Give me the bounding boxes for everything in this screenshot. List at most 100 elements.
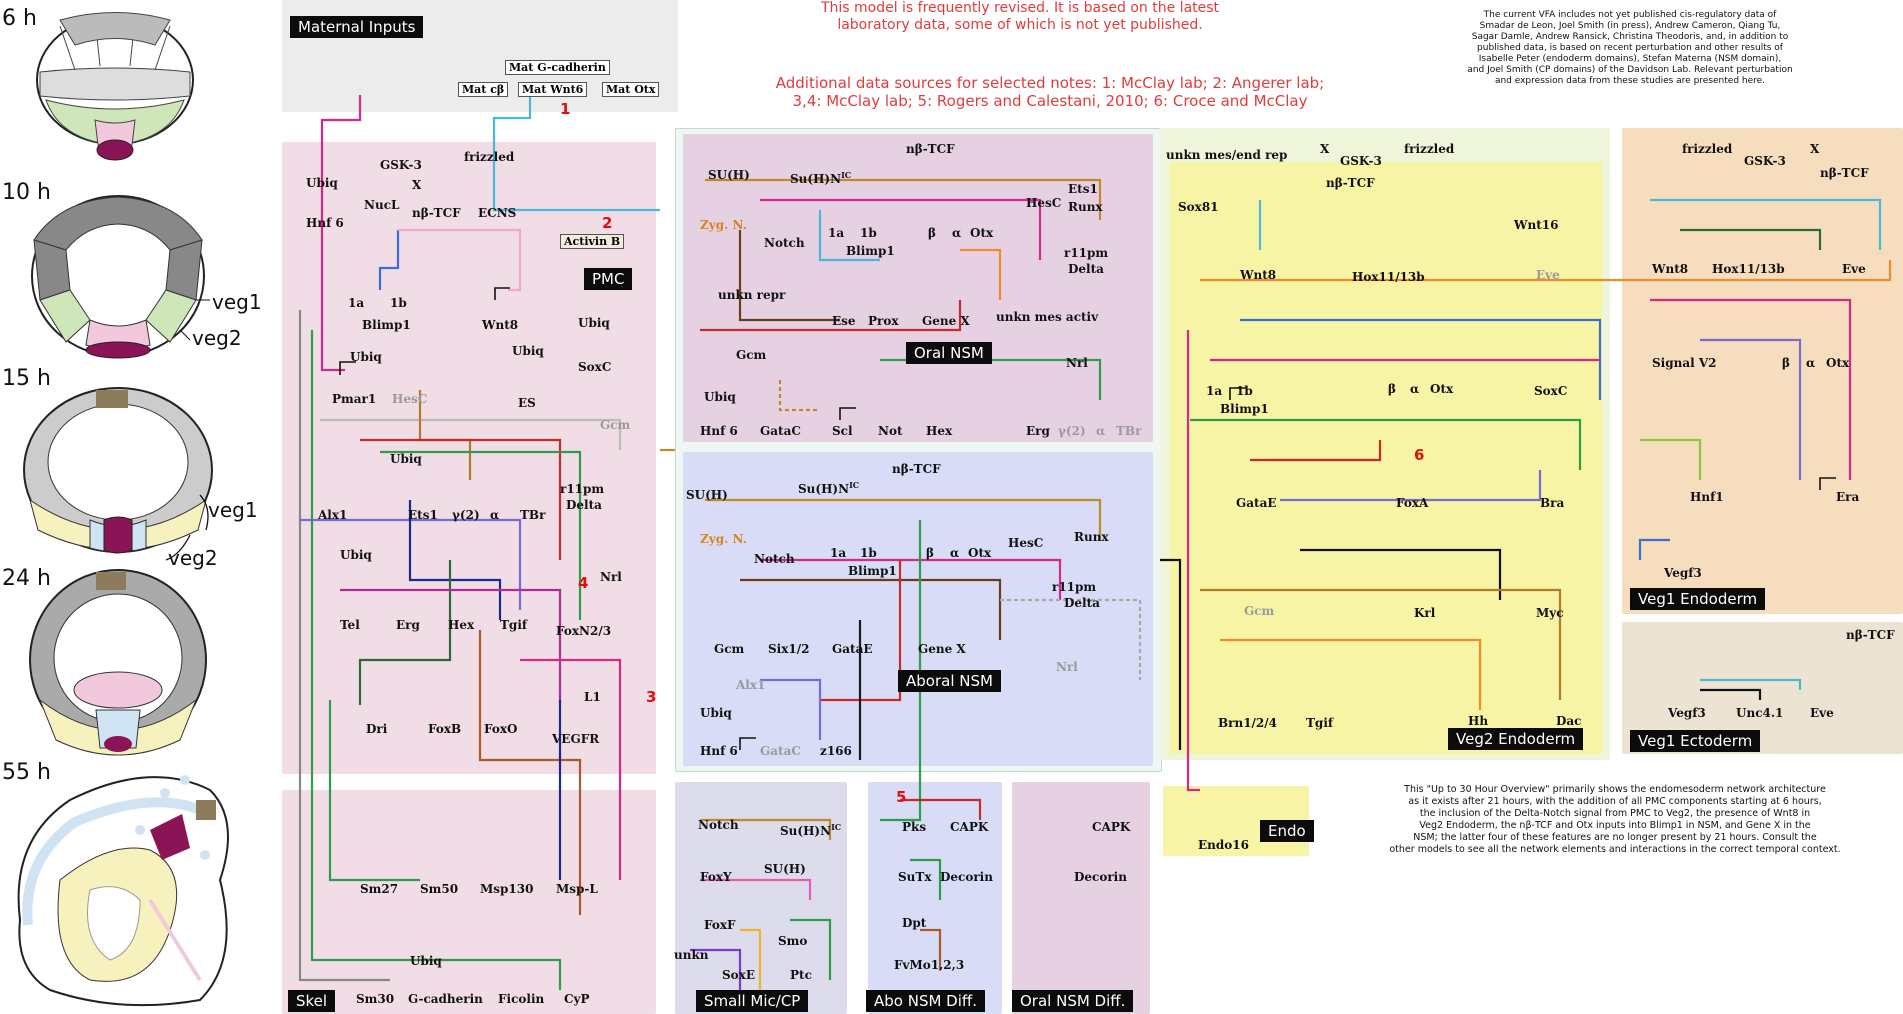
gene-genex: Gene X bbox=[918, 642, 966, 656]
credits-note-line-7: and expression data from these studies a… bbox=[1400, 76, 1860, 87]
gene-tgif: Tgif bbox=[1306, 716, 1333, 730]
gene-gatac: GataC bbox=[760, 744, 801, 758]
skel-region bbox=[282, 790, 656, 1014]
gene-hox1113b: Hox11/13b bbox=[1352, 270, 1425, 284]
gene-suhn-superscript: IC bbox=[831, 822, 841, 832]
credits-note-line-2: Smadar de Leon, Joel Smith (in press), A… bbox=[1400, 21, 1860, 32]
aboral-nsm-title: Aboral NSM bbox=[898, 670, 1001, 692]
gene-es: ES bbox=[518, 396, 536, 410]
gene-gcm: Gcm bbox=[1244, 604, 1274, 618]
gene-erg: Erg bbox=[396, 618, 420, 632]
gene-pks: Pks bbox=[902, 820, 926, 834]
gene-alpha: α bbox=[1806, 356, 1815, 370]
gene-suhn: Su(H)NIC bbox=[780, 820, 841, 838]
gene-suh: SU(H) bbox=[686, 488, 728, 502]
gene-hesc: HesC bbox=[1008, 536, 1043, 550]
gene-1a: 1a bbox=[828, 226, 844, 240]
gene-nbtcf: nβ-TCF bbox=[892, 462, 941, 476]
gene-alpha: α bbox=[490, 508, 499, 522]
gene-nbtcf: nβ-TCF bbox=[412, 206, 461, 220]
gene-foxy: FoxY bbox=[700, 870, 732, 884]
gene-hnf6: Hnf 6 bbox=[306, 216, 344, 230]
activin-b-box: Activin B bbox=[560, 234, 624, 249]
gene-unkn-mes-end-rep: unkn mes/end rep bbox=[1166, 148, 1287, 162]
gene-alx1: Alx1 bbox=[318, 508, 347, 522]
credits-note-line-3: Sagar Damle, Andrew Ransick, Christina T… bbox=[1400, 32, 1860, 43]
gene-x: X bbox=[412, 178, 421, 192]
gene-blimp1: Blimp1 bbox=[846, 244, 895, 258]
gene-six12: Six1/2 bbox=[768, 642, 809, 656]
mat-gcadherin-box: Mat G-cadherin bbox=[505, 60, 610, 75]
gene-vegf3: Vegf3 bbox=[1664, 566, 1702, 580]
veg1-mark-15h: veg1 bbox=[208, 498, 258, 522]
gene-r11pm: r11pm bbox=[560, 482, 604, 496]
gene-ubiq: Ubiq bbox=[306, 176, 338, 190]
gene-delta: Delta bbox=[1068, 262, 1104, 276]
gene-ubiq: Ubiq bbox=[578, 316, 610, 330]
gene-frizzled: frizzled bbox=[464, 150, 514, 164]
mat-otx-box: Mat Otx bbox=[602, 82, 659, 97]
gene-alx1: Alx1 bbox=[736, 678, 765, 692]
gene-alpha: α bbox=[952, 226, 961, 240]
overview-note-line-5: NSM; the latter four of these features a… bbox=[1330, 832, 1900, 844]
gene-otx: Otx bbox=[1430, 382, 1453, 396]
gene-unkn-mes-activ: unkn mes activ bbox=[996, 310, 1098, 324]
gene-bra: Bra bbox=[1540, 496, 1564, 510]
gene-runx: Runx bbox=[1074, 530, 1109, 544]
gene-not: Not bbox=[878, 424, 903, 438]
gene-gatac: GataC bbox=[760, 424, 801, 438]
gene-1b: 1b bbox=[1236, 384, 1253, 398]
gene-gatae: GataE bbox=[832, 642, 873, 656]
gene-ubiq: Ubiq bbox=[410, 954, 442, 968]
stage-label-24h: 24 h bbox=[2, 566, 51, 591]
gene-beta: β bbox=[928, 226, 936, 240]
veg1-ectoderm-title: Veg1 Ectoderm bbox=[1630, 730, 1760, 752]
embryo-24h bbox=[30, 570, 206, 755]
gene-tbr: TBr bbox=[520, 508, 545, 522]
gene-alpha: α bbox=[950, 546, 959, 560]
gene-hesc: HesC bbox=[1026, 196, 1061, 210]
gene-suhn-superscript: IC bbox=[841, 170, 851, 180]
credits-note-line-6: and Joel Smith (CP domains) of the David… bbox=[1400, 65, 1860, 76]
gene-ets1: Ets1 bbox=[408, 508, 438, 522]
gene-suhn-label: Su(H)N bbox=[780, 824, 831, 838]
gene-msp130: Msp130 bbox=[480, 882, 533, 896]
gene-gcadherin: G-cadherin bbox=[408, 992, 483, 1006]
gene-sm30: Sm30 bbox=[356, 992, 394, 1006]
small-mic-title: Small Mic/CP bbox=[696, 990, 808, 1012]
gene-hh: Hh bbox=[1468, 714, 1488, 728]
gene-1b: 1b bbox=[860, 226, 877, 240]
gene-otx: Otx bbox=[968, 546, 991, 560]
gene-blimp1: Blimp1 bbox=[1220, 402, 1269, 416]
note-number-6: 6 bbox=[1414, 446, 1424, 464]
overview-note-line-4: Veg2 Endoderm, the nβ-TCF and Otx inputs… bbox=[1330, 820, 1900, 832]
gene-suhn-label: Su(H)N bbox=[790, 172, 841, 186]
gene-gsk3: GSK-3 bbox=[1744, 154, 1786, 168]
gene-decorin: Decorin bbox=[1074, 870, 1127, 884]
gene-brn124: Brn1/2/4 bbox=[1218, 716, 1277, 730]
gene-nbtcf: nβ-TCF bbox=[1326, 176, 1375, 190]
overview-note-line-6: other models to see all the network elem… bbox=[1330, 844, 1900, 856]
maternal-inputs-title: Maternal Inputs bbox=[290, 16, 423, 38]
gene-wnt8: Wnt8 bbox=[1240, 268, 1276, 282]
credits-note-line-4: published data, is based on recent pertu… bbox=[1400, 43, 1860, 54]
veg2-endoderm-title: Veg2 Endoderm bbox=[1448, 728, 1583, 750]
gene-cyp: CyP bbox=[564, 992, 590, 1006]
gene-notch: Notch bbox=[764, 236, 805, 250]
gene-nrl: Nrl bbox=[1066, 356, 1088, 370]
gene-pmar1: Pmar1 bbox=[332, 392, 376, 406]
gene-erg: Erg bbox=[1026, 424, 1050, 438]
gene-ptc: Ptc bbox=[790, 968, 812, 982]
stage-label-10h: 10 h bbox=[2, 180, 51, 205]
model-revision-note-line-1: This model is frequently revised. It is … bbox=[760, 0, 1280, 17]
gene-suh: SU(H) bbox=[708, 168, 750, 182]
gene-eve: Eve bbox=[1810, 706, 1834, 720]
endo-title: Endo bbox=[1260, 820, 1314, 842]
gene-soxc: SoxC bbox=[1534, 384, 1567, 398]
gene-myc: Myc bbox=[1536, 606, 1564, 620]
gene-fvmo: FvMo1,2,3 bbox=[894, 958, 964, 972]
gene-nrl: Nrl bbox=[1056, 660, 1078, 674]
gene-unc41: Unc4.1 bbox=[1736, 706, 1783, 720]
gene-foxn23: FoxN2/3 bbox=[556, 624, 611, 638]
